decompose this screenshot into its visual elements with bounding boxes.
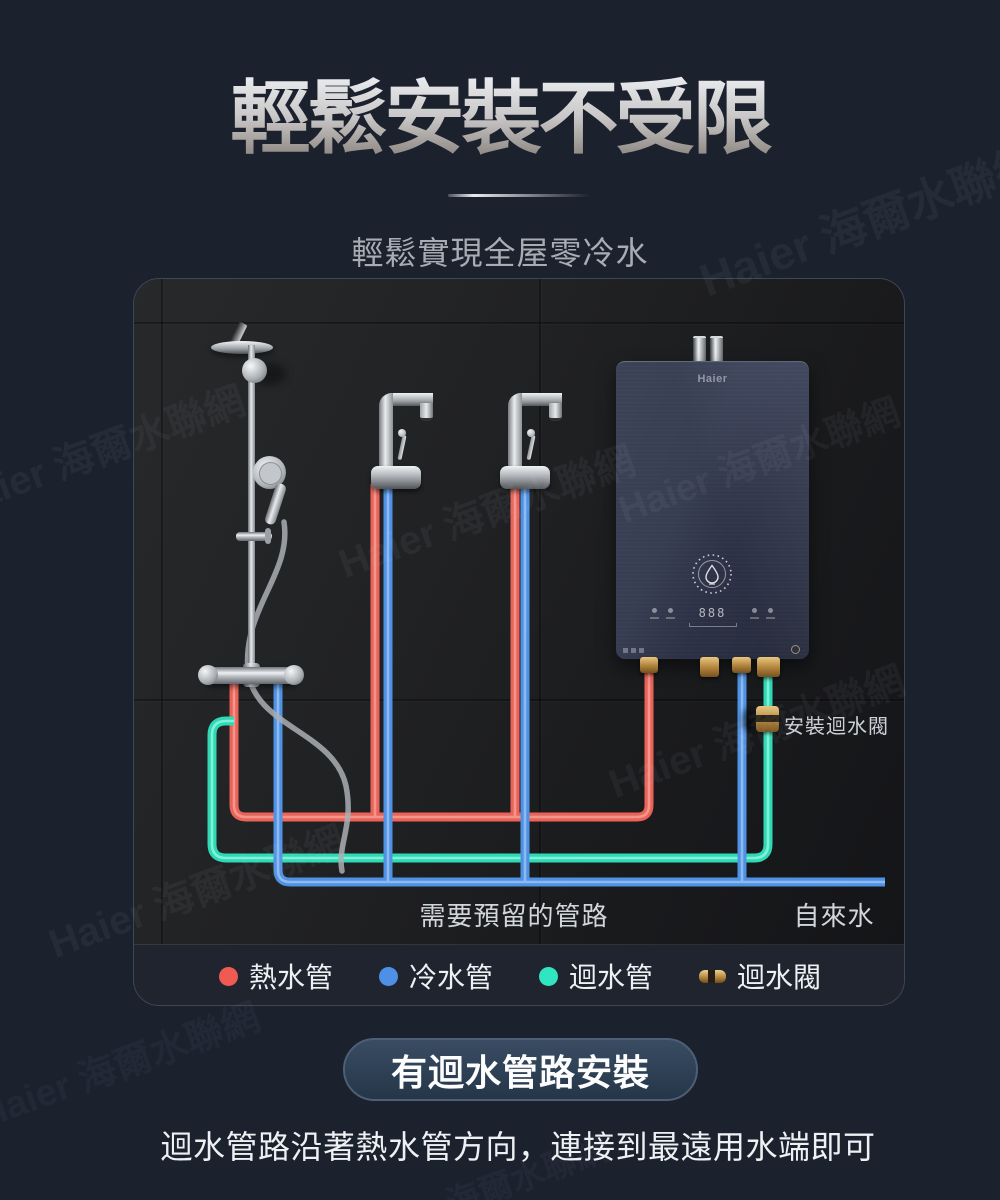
haier-watermark: Haier 海爾水聯網 [0,986,266,1139]
install-type-badge-label: 有迴水管路安裝 [390,1051,650,1093]
pipe-legend: 熱水管 冷水管 迴水管 迴水閥 [134,945,904,1005]
legend-recirc-valve: 迴水閥 [699,956,821,996]
faucet-nozzle [549,403,562,421]
faucet-lever-knob [527,429,535,437]
page-subtitle: 輕鬆實現全屋零冷水 [351,235,649,271]
heater-dial [692,554,732,594]
recirc-pipe-dot [539,966,558,986]
water-heater: Haier 888 [616,361,809,659]
mixer-left-knob [198,665,218,685]
heater-display-bracket [689,623,737,627]
shower-hose [244,519,351,874]
recirc-valve [756,706,779,732]
recirc-outlet-fitting [757,657,780,677]
legend-cold-water: 冷水管 [378,956,493,996]
faucet-right [500,389,570,489]
cold-pipe-dot [378,966,398,986]
rain-shower-head [211,341,273,354]
faucet-lever [526,434,536,461]
faucet-base [371,466,421,489]
hot-water-pipes [229,484,654,822]
install-type-badge: 有迴水管路安裝 [343,1038,698,1101]
page-title: 輕鬆安裝不受限 [0,72,1000,166]
hot-outlet-fitting [640,657,658,673]
heater-display-digits: 888 [698,606,727,620]
legend-label: 迴水閥 [737,962,822,993]
hot-pipe-dot [218,966,238,986]
heater-badge [791,645,800,654]
shower-pole [248,345,255,679]
cold-inlet-fitting [732,657,751,673]
installation-photo: Haier 888 [134,279,904,945]
recirc-valve-icon [699,969,727,983]
tile-seam [134,322,904,324]
water-drop-icon [705,564,719,584]
legend-recirc-pipe: 迴水管 [539,956,653,996]
footer-caption: 迴水管路沿著熱水管方向，連接到最遠用水端即可 [160,1129,876,1165]
valve-callout-label: 安裝迴水閥 [784,716,889,738]
reserved-pipes-label: 需要預留的管路 [419,901,609,931]
pole-clamp [236,532,272,541]
tile-seam [161,279,163,944]
pipe-network [207,484,885,887]
faucet-nozzle [420,403,433,421]
installation-diagram-card: Haier 888 [133,278,905,1006]
tap-water-label: 自來水 [793,901,875,931]
title-divider [448,194,590,197]
mixer-right-knob [284,665,304,685]
recirc-pipe [207,659,773,863]
heater-brand-logo: Haier [697,373,728,385]
faucet-left [371,389,441,489]
legend-label: 熱水管 [248,962,333,993]
shower-mixer-bar [204,667,298,684]
shower-wall-mount [242,358,267,383]
faucet-lever-knob [398,429,406,437]
faucet-body [379,393,393,471]
faucet-lever [397,434,407,461]
heater-cert-icons [623,648,644,653]
legend-label: 冷水管 [408,962,493,993]
legend-label: 迴水管 [569,962,654,993]
heater-control-row: 888 [616,606,809,628]
gas-inlet-fitting [700,657,719,677]
faucet-base [500,466,550,489]
valve-shadow [742,708,754,732]
pole-clamp-knob [265,528,271,544]
faucet-body [508,393,522,471]
legend-hot-water: 熱水管 [218,956,333,996]
tile-seam [539,279,541,944]
heater-flue-pipe [693,336,723,363]
